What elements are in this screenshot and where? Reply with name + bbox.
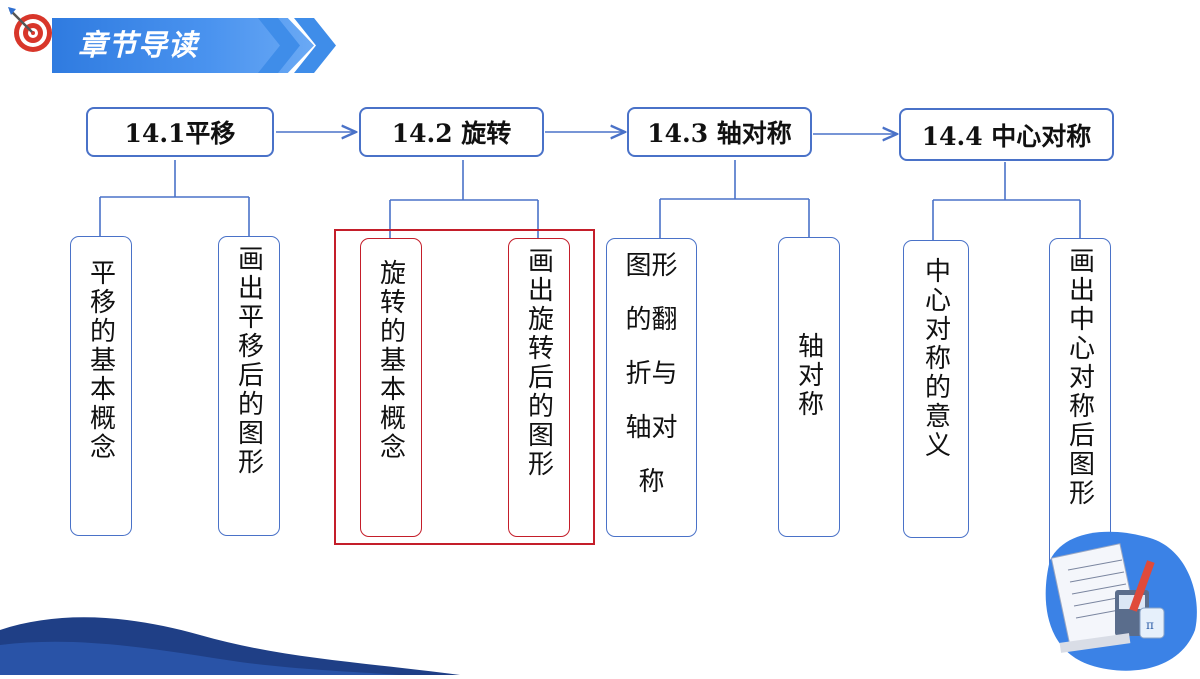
topic-box: 画出中心对称后图形 bbox=[1049, 238, 1111, 572]
topic-box: 画出平移后的图形 bbox=[218, 236, 280, 536]
topic-label: 画出旋转后的图形 bbox=[523, 247, 554, 479]
topic-label: 平移的基本概念 bbox=[85, 259, 116, 462]
topic-box: 旋转的基本概念 bbox=[360, 238, 422, 537]
math-book-illustration: π bbox=[1030, 520, 1200, 675]
topic-box: 中心对称的意义 bbox=[903, 240, 969, 538]
dartboard-icon bbox=[6, 5, 56, 55]
page-title: 章节导读 bbox=[78, 28, 199, 62]
topic-box: 平移的基本概念 bbox=[70, 236, 132, 536]
topic-label: 画出中心对称后图形 bbox=[1064, 247, 1095, 508]
topic-box: 图形的翻折与轴对称 bbox=[606, 238, 697, 537]
topic-label: 画出平移后的图形 bbox=[233, 245, 264, 477]
section-title: 14.3 轴对称 bbox=[647, 119, 792, 148]
topic-box: 轴对称 bbox=[778, 237, 840, 537]
section-title: 14.2 旋转 bbox=[391, 119, 512, 148]
double-chevron-icon bbox=[258, 18, 336, 73]
topic-label: 图形的翻折与轴对称 bbox=[625, 251, 678, 497]
section-title: 14.1平移 bbox=[124, 119, 236, 148]
bottom-wave-decoration bbox=[0, 600, 460, 675]
highlight-frame bbox=[334, 229, 595, 545]
topic-label: 轴对称 bbox=[793, 332, 824, 419]
section-box-14-2: 14.2 旋转 bbox=[359, 107, 544, 157]
svg-text:π: π bbox=[1146, 618, 1154, 632]
topic-label: 旋转的基本概念 bbox=[375, 259, 406, 462]
topic-box: 画出旋转后的图形 bbox=[508, 238, 570, 537]
topic-label: 中心对称的意义 bbox=[920, 257, 951, 460]
section-box-14-4: 14.4 中心对称 bbox=[899, 108, 1114, 161]
section-box-14-1: 14.1平移 bbox=[86, 107, 274, 157]
section-box-14-3: 14.3 轴对称 bbox=[627, 107, 812, 157]
section-title: 14.4 中心对称 bbox=[921, 122, 1092, 151]
